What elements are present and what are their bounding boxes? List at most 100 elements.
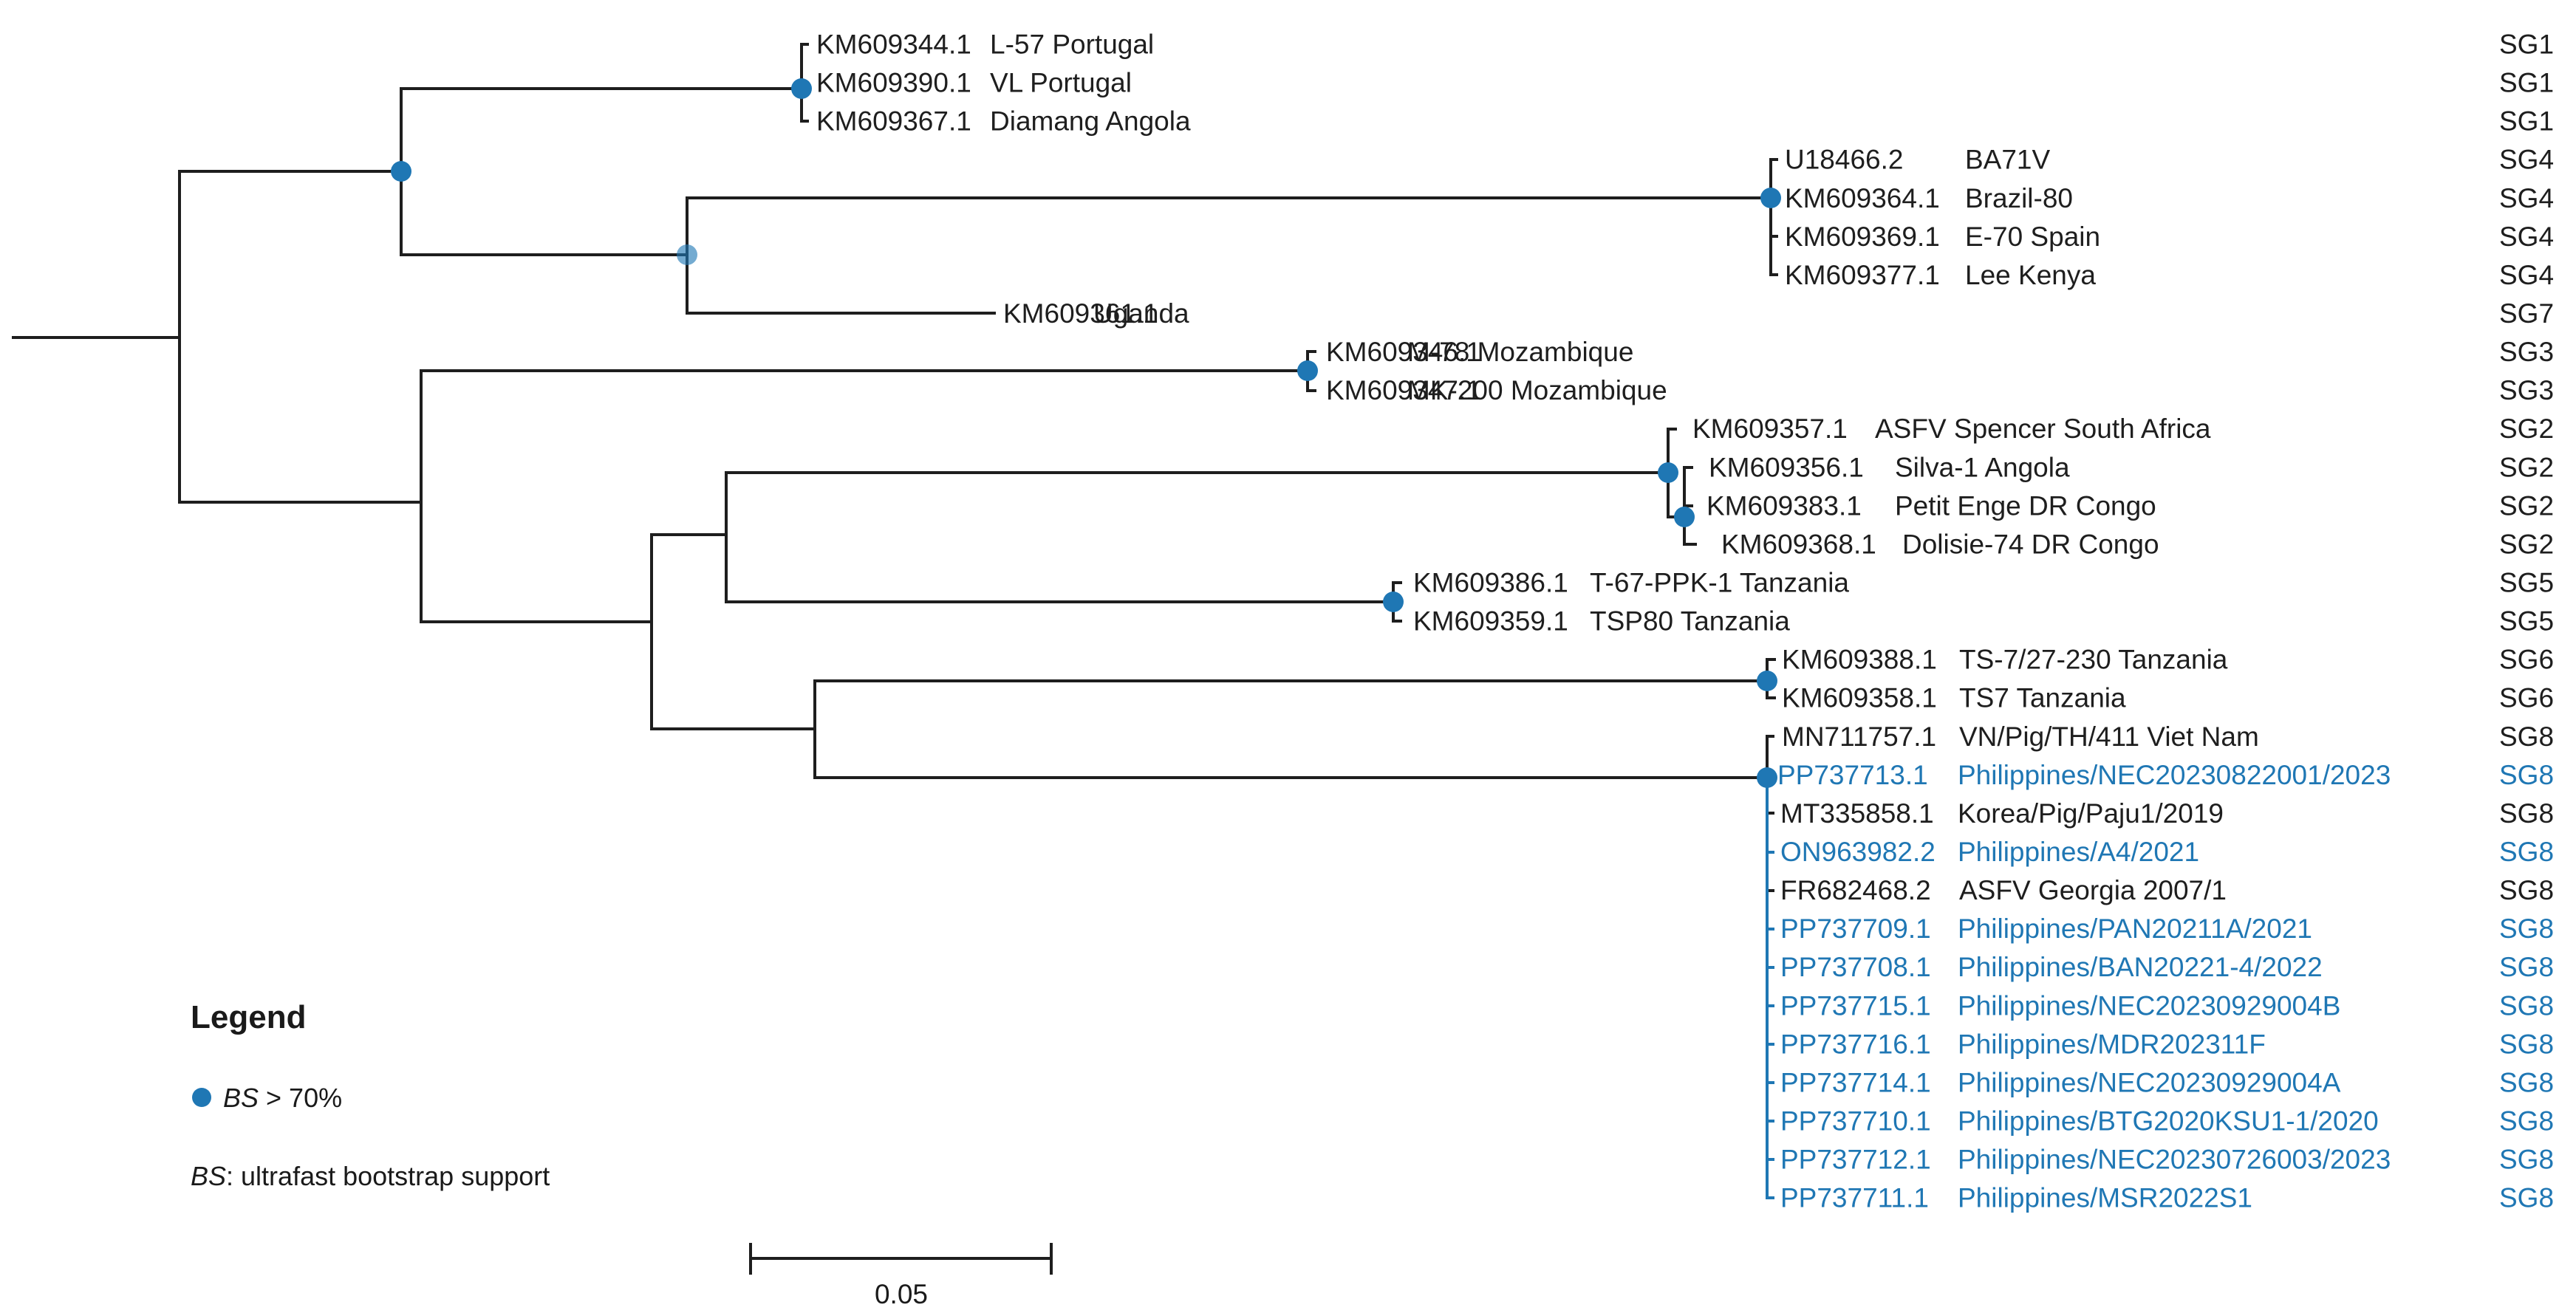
subgroup-label: SG7 [2499, 298, 2554, 329]
subgroup-label: SG4 [2499, 222, 2554, 252]
taxon-accession: KM609361.1 [1003, 298, 1158, 329]
taxon-name: Philippines/NEC20230726003/2023 [1958, 1145, 2391, 1175]
taxon-accession: PP737716.1 [1780, 1029, 1931, 1059]
taxon-name: M-78 Mozambique [1407, 337, 1633, 367]
taxon-name: Philippines/A4/2021 [1958, 837, 2199, 867]
subgroup-label: SG1 [2499, 106, 2554, 137]
subgroup-label: SG8 [2499, 798, 2554, 829]
taxon-name: Korea/Pig/Paju1/2019 [1958, 798, 2224, 829]
subgroup-label: SG5 [2499, 567, 2554, 597]
legend: Legend BS > 70% BS: ultrafast bootstrap … [191, 999, 550, 1191]
taxon-accession: KM609347.1 [1326, 375, 1481, 405]
bootstrap-dot [1297, 360, 1318, 381]
bootstrap-dots-layer [391, 78, 1781, 788]
subgroup-label: SG2 [2499, 490, 2554, 521]
taxon-name: E-70 Spain [1965, 222, 2100, 252]
legend-bs-item: BS > 70% [223, 1083, 342, 1113]
subgroup-label: SG6 [2499, 645, 2554, 675]
bootstrap-dot [1674, 507, 1695, 527]
taxon-name: T-67-PPK-1 Tanzania [1590, 567, 1849, 597]
subgroup-label: SG2 [2499, 414, 2554, 444]
taxon-accession: KM609386.1 [1413, 567, 1568, 597]
taxon-accession: PP737715.1 [1780, 990, 1931, 1021]
legend-title: Legend [191, 999, 306, 1035]
tree-branches [12, 43, 1778, 892]
taxon-name: Philippines/MDR202311F [1958, 1029, 2266, 1059]
taxon-accession: KM609359.1 [1413, 606, 1568, 637]
taxon-accession: MT335858.1 [1780, 798, 1934, 829]
taxon-name: Philippines/MSR2022S1 [1958, 1183, 2252, 1213]
taxon-accession: KM609356.1 [1709, 452, 1864, 482]
taxon-accession: KM609364.1 [1785, 183, 1940, 213]
taxon-name: Philippines/BTG2020KSU1-1/2020 [1958, 1106, 2379, 1136]
taxon-name: Petit Enge DR Congo [1895, 490, 2156, 521]
subgroup-label: SG8 [2499, 914, 2554, 944]
subgroup-label: SG3 [2499, 337, 2554, 367]
subgroup-label: SG8 [2499, 875, 2554, 905]
taxon-accession: KM609357.1 [1692, 414, 1848, 444]
taxon-name: TSP80 Tanzania [1590, 606, 1790, 637]
taxon-accession: KM609344.1 [816, 30, 971, 60]
subgroup-label: SG6 [2499, 683, 2554, 713]
taxon-name: Philippines/NEC20230929004B [1958, 990, 2340, 1021]
bootstrap-dot [677, 244, 697, 265]
taxon-accession: PP737709.1 [1780, 914, 1931, 944]
subgroup-label: SG4 [2499, 145, 2554, 175]
bootstrap-dot [791, 78, 812, 99]
taxon-name: Philippines/BAN20221-4/2022 [1958, 952, 2323, 982]
taxon-name: ASFV Georgia 2007/1 [1959, 875, 2227, 905]
bootstrap-dot [1658, 462, 1678, 483]
bootstrap-dot [1760, 188, 1781, 208]
taxon-accession: PP737710.1 [1780, 1106, 1931, 1136]
subgroup-label: SG2 [2499, 529, 2554, 559]
legend-bs-note: BS: ultrafast bootstrap support [191, 1161, 550, 1191]
subgroup-label: SG5 [2499, 606, 2554, 637]
taxon-name: VL Portugal [990, 68, 1132, 98]
taxon-accession: PP737708.1 [1780, 952, 1931, 982]
subgroup-label: SG4 [2499, 260, 2554, 290]
taxon-accession: KM609346.1 [1326, 337, 1481, 367]
taxon-accession: KM609377.1 [1785, 260, 1940, 290]
taxon-accession: PP737714.1 [1780, 1067, 1931, 1097]
taxon-accession: MN711757.1 [1782, 722, 1936, 752]
subgroup-label: SG8 [2499, 1106, 2554, 1136]
taxon-name: Philippines/PAN20211A/2021 [1958, 914, 2312, 944]
taxon-accession: KM609383.1 [1706, 490, 1862, 521]
taxon-accession: KM609368.1 [1721, 529, 1876, 559]
taxon-name: Dolisie-74 DR Congo [1902, 529, 2159, 559]
scale-bar-label: 0.05 [875, 1279, 928, 1309]
taxon-name: Uganda [1093, 298, 1189, 329]
subgroup-label: SG1 [2499, 68, 2554, 98]
subgroup-label: SG8 [2499, 1145, 2554, 1175]
taxon-name: Silva-1 Angola [1895, 452, 2070, 482]
taxon-name: TS7 Tanzania [1959, 683, 2126, 713]
taxon-accession: PP737712.1 [1780, 1145, 1931, 1175]
tree-branches-highlighted [1766, 776, 1774, 1199]
taxon-accession: KM609388.1 [1782, 645, 1937, 675]
legend-bootstrap-dot-icon [192, 1088, 211, 1107]
subgroup-label: SG4 [2499, 183, 2554, 213]
taxon-name: MK-200 Mozambique [1407, 375, 1667, 405]
subgroup-label: SG8 [2499, 1029, 2554, 1059]
subgroup-column: SG1SG1SG1SG4SG4SG4SG4SG7SG3SG3SG2SG2SG2S… [2499, 30, 2554, 1213]
subgroup-label: SG8 [2499, 760, 2554, 790]
taxon-accession: U18466.2 [1785, 145, 1903, 175]
subgroup-label: SG8 [2499, 1183, 2554, 1213]
taxon-accession: FR682468.2 [1780, 875, 1931, 905]
subgroup-label: SG8 [2499, 990, 2554, 1021]
subgroup-label: SG8 [2499, 1067, 2554, 1097]
taxon-name: Philippines/NEC20230929004A [1958, 1067, 2341, 1097]
bootstrap-dot [1383, 592, 1404, 612]
taxon-name: VN/Pig/TH/411 Viet Nam [1959, 722, 2259, 752]
taxon-name: Lee Kenya [1965, 260, 2096, 290]
taxon-accession: KM609390.1 [816, 68, 971, 98]
scale-bar-line [749, 1243, 1053, 1275]
taxon-accession: KM609367.1 [816, 106, 971, 137]
subgroup-label: SG8 [2499, 952, 2554, 982]
taxon-name: Philippines/NEC20230822001/2023 [1958, 760, 2391, 790]
taxon-accession: KM609358.1 [1782, 683, 1937, 713]
subgroup-label: SG8 [2499, 722, 2554, 752]
taxon-name: BA71V [1965, 145, 2051, 175]
